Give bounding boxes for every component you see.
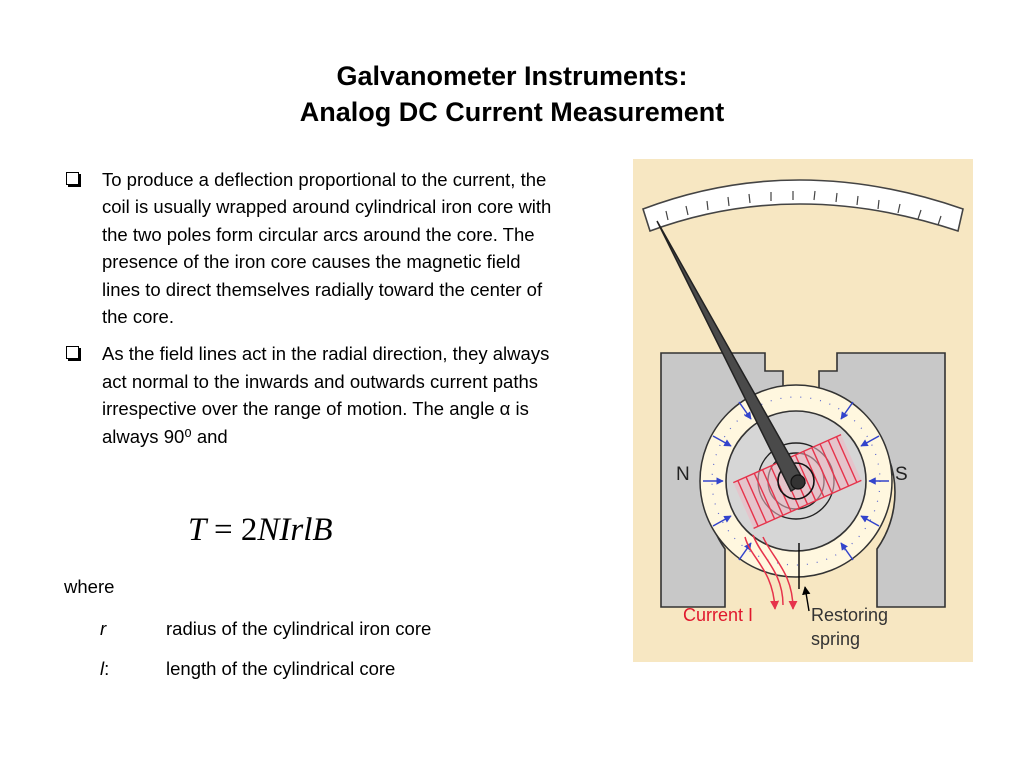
- equation-coefficient: 2: [240, 512, 258, 548]
- south-label: S: [895, 464, 908, 485]
- torque-equation: T = 2NIrlB: [188, 512, 333, 549]
- bullet-item: As the field lines act in the radial dir…: [64, 340, 554, 450]
- where-label: where: [64, 576, 115, 597]
- definition-row: r radius of the cylindrical iron core: [100, 618, 431, 640]
- definition-symbol: l:: [100, 658, 110, 679]
- equation-rhs: NIrlB: [257, 512, 333, 548]
- slide-title: Galvanometer Instruments: Analog DC Curr…: [0, 58, 1024, 130]
- title-line-1: Galvanometer Instruments:: [336, 61, 688, 91]
- restoring-label: Restoring: [811, 605, 888, 625]
- definition-text: length of the cylindrical core: [166, 658, 396, 679]
- needle-pivot: [790, 474, 806, 490]
- north-label: N: [676, 464, 690, 485]
- definition-symbol: r: [100, 618, 107, 639]
- spring-label: spring: [811, 629, 860, 649]
- definition-text: radius of the cylindrical iron core: [166, 618, 432, 639]
- scale-ticks: [665, 190, 942, 226]
- equation-lhs: T: [188, 512, 206, 548]
- bullet-item: To produce a deflection proportional to …: [64, 166, 554, 330]
- bullet-text: To produce a deflection proportional to …: [102, 169, 552, 328]
- field-lines: [703, 401, 889, 561]
- current-label: Current I: [683, 605, 753, 625]
- bullet-text: As the field lines act in the radial dir…: [102, 343, 550, 447]
- equation-equals: =: [214, 512, 233, 548]
- checkbox-bullet-icon: [66, 346, 79, 360]
- checkbox-bullet-icon: [66, 172, 79, 185]
- meter-scale: [642, 179, 964, 233]
- definition-row: l: length of the cylindrical core: [100, 658, 395, 680]
- current-leads: [744, 534, 798, 610]
- title-line-2: Analog DC Current Measurement: [299, 97, 725, 127]
- bullet-list: To produce a deflection proportional to …: [64, 166, 554, 460]
- galvanometer-figure: N S Current I Restoring spring: [633, 159, 973, 662]
- spring-lead: [798, 543, 811, 612]
